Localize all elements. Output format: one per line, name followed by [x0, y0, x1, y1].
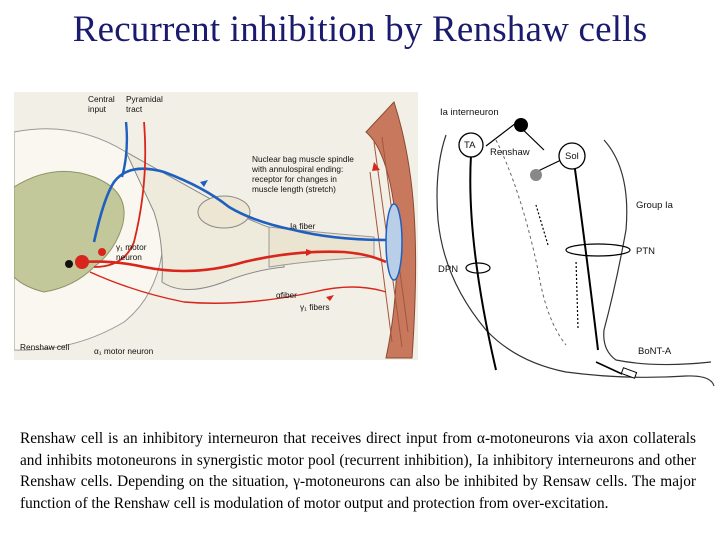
- label-gamma-2: neuron: [116, 252, 142, 262]
- label-ptn: PTN: [636, 246, 655, 257]
- caption-text: Renshaw cell is an inhibitory interneuro…: [20, 428, 696, 514]
- label-bont-a: BoNT-A: [638, 346, 672, 357]
- label-ia-fiber: Ia fiber: [290, 221, 316, 231]
- leg-circuit-diagram: Ia interneuron TA Renshaw Sol Group Ia P…: [426, 100, 716, 400]
- label-central-input-2: input: [88, 104, 107, 114]
- label-renshaw: Renshaw: [490, 147, 530, 158]
- label-central-input-1: Central: [88, 94, 115, 104]
- spinal-reflex-diagram: Central input Pyramidal tract Nuclear ba…: [14, 92, 418, 360]
- label-gamma-fibers: γ₁ fibers: [300, 302, 330, 312]
- label-renshaw-cell: Renshaw cell: [20, 342, 70, 352]
- label-pyramidal-1: Pyramidal: [126, 94, 163, 104]
- label-spindle-4: muscle length (stretch): [252, 184, 336, 194]
- label-pyramidal-2: tract: [126, 104, 143, 114]
- label-alpha-fiber: αfiber: [276, 290, 297, 300]
- label-spindle-2: with annulospiral ending:: [251, 164, 343, 174]
- label-ta: TA: [464, 140, 476, 151]
- slide-title: Recurrent inhibition by Renshaw cells: [0, 8, 720, 51]
- label-alpha-motor-neuron: α₁ motor neuron: [94, 346, 154, 356]
- label-spindle-3: receptor for changes in: [252, 174, 337, 184]
- label-sol: Sol: [565, 151, 579, 162]
- label-group-ia: Group Ia: [636, 200, 674, 211]
- label-dpn: DPN: [438, 264, 458, 275]
- label-ia-interneuron: Ia interneuron: [440, 107, 499, 118]
- label-spindle-1: Nuclear bag muscle spindle: [252, 154, 354, 164]
- label-gamma-1: γ₁ motor: [116, 242, 147, 252]
